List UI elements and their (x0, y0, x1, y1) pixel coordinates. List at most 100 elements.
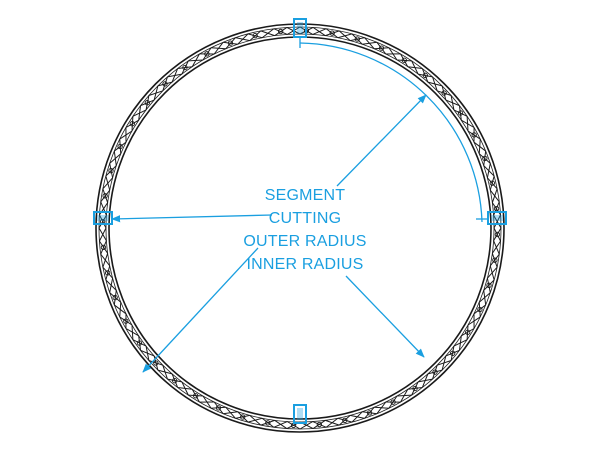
lattice-brace (132, 339, 147, 347)
lattice-brace (450, 346, 455, 361)
lattice-brace (362, 41, 377, 45)
lattice-brace (312, 419, 326, 429)
lattice-node (401, 57, 407, 63)
lattice-brace (483, 165, 495, 177)
lattice-brace (140, 349, 155, 357)
lattice-brace (467, 130, 481, 140)
lattice-node (227, 40, 234, 46)
lattice-node (450, 350, 456, 356)
lattice-brace (188, 394, 204, 397)
lattice-brace (437, 90, 452, 96)
lattice-brace (99, 240, 109, 254)
lattice-brace (407, 66, 423, 70)
lattice-brace (119, 139, 122, 154)
lattice-node (316, 421, 323, 428)
lattice-brace (493, 215, 502, 229)
lattice-brace (237, 33, 249, 45)
lattice-brace (211, 406, 226, 409)
lattice-node (471, 132, 477, 138)
lattice-node (493, 205, 500, 212)
lattice-node (102, 193, 108, 199)
inner-radius-line (345, 275, 425, 358)
lattice-brace (396, 59, 412, 62)
lattice-node (117, 143, 123, 150)
lattice-brace (113, 304, 127, 315)
lattice-brace (102, 188, 109, 203)
truss-lattice (98, 26, 502, 430)
lattice-node (378, 45, 385, 51)
lattice-node (112, 294, 118, 301)
lattice-node (489, 180, 495, 186)
lattice-node (486, 282, 492, 288)
lattice-brace (260, 419, 275, 426)
lattice-node (215, 405, 222, 411)
lattice-brace (202, 47, 212, 61)
lattice-brace (299, 421, 313, 430)
lattice-node (105, 270, 111, 276)
lattice-node (432, 369, 438, 375)
lattice-brace (109, 292, 122, 303)
lattice-brace (105, 175, 111, 191)
lattice-brace (100, 201, 107, 216)
lattice-node (153, 360, 159, 366)
lattice-node (100, 244, 107, 251)
lattice-brace (350, 37, 365, 42)
lattice-brace (235, 414, 250, 419)
lattice-brace (98, 214, 107, 229)
outer-radius-line-upper (336, 94, 427, 187)
lattice-brace (493, 240, 500, 255)
lattice-node (123, 318, 129, 324)
lattice-brace (113, 151, 117, 166)
lattice-brace (338, 415, 351, 426)
segment-arc (299, 42, 483, 223)
lattice-node (465, 329, 471, 335)
lattice-brace (261, 28, 275, 39)
lattice-node (172, 378, 178, 384)
lattice-brace (171, 68, 179, 83)
lattice-node (277, 28, 284, 35)
lattice-brace (162, 76, 168, 91)
lattice-brace (119, 316, 133, 326)
lattice-brace (351, 411, 363, 423)
lattice-brace (491, 253, 498, 268)
lattice-node (477, 306, 483, 313)
lattice-node (492, 257, 498, 263)
lattice-node (329, 30, 335, 36)
lattice-node (457, 110, 464, 116)
lattice-brace (374, 47, 389, 50)
truss-inner-chord (108, 36, 492, 420)
lattice-brace (125, 328, 139, 337)
connector-bottom (293, 404, 307, 424)
lattice-brace (364, 406, 375, 419)
lattice-brace (473, 141, 487, 152)
lattice-node (204, 51, 210, 57)
lattice-brace (213, 41, 224, 55)
lattice-brace (376, 401, 387, 415)
lattice-brace (109, 163, 114, 178)
truss-inner-chord-outer-edge (105, 33, 495, 423)
lattice-brace (177, 386, 193, 390)
cutting-leader-line (111, 214, 273, 223)
lattice-brace (466, 324, 469, 340)
lattice-brace (489, 265, 495, 281)
lattice-brace (273, 421, 288, 428)
lattice-brace (225, 37, 236, 50)
lattice-brace (157, 369, 173, 375)
lattice-brace (441, 355, 447, 371)
lattice-brace (427, 81, 443, 87)
lattice-brace (478, 153, 491, 164)
lattice-brace (478, 302, 481, 317)
lattice-node (390, 399, 396, 405)
lattice-node (422, 72, 428, 78)
truss-outer-chord (95, 23, 505, 433)
lattice-brace (102, 266, 113, 279)
lattice-brace (388, 395, 398, 409)
lattice-brace (421, 373, 429, 388)
lattice-brace (400, 389, 409, 403)
lattice-brace (181, 60, 189, 75)
lattice-brace (191, 53, 200, 67)
lattice-node (366, 410, 373, 416)
lattice-brace (98, 227, 107, 241)
lattice-brace (100, 253, 111, 267)
